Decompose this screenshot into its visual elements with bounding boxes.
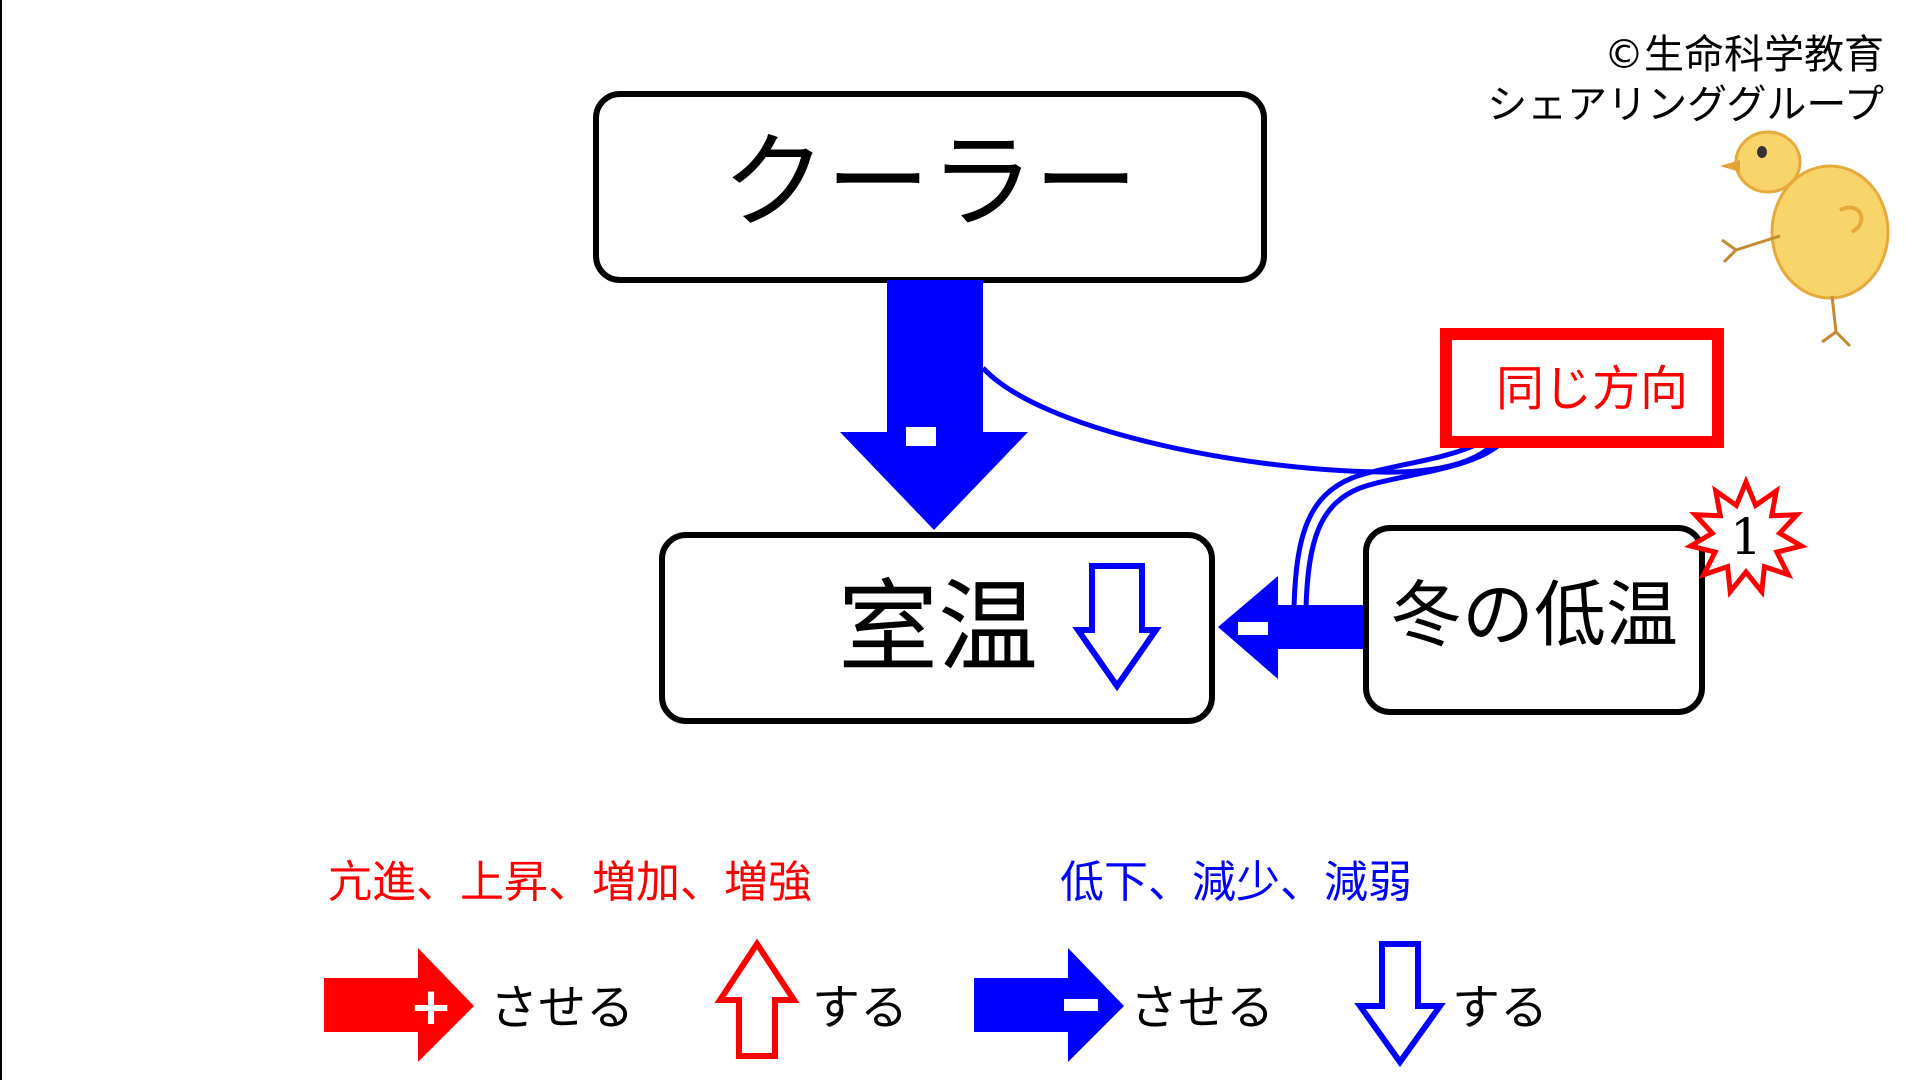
up-outline-arrow-icon xyxy=(714,938,800,1059)
same-direction-box: 同じ方向 xyxy=(1440,328,1724,448)
winter-arrow-minus-mark xyxy=(1238,622,1268,635)
legend-decrease-terms: 低下、減少、減弱 xyxy=(1060,857,1412,908)
winter-low-temp-node: 冬の低温 xyxy=(1363,525,1705,715)
legend-increase-terms: 亢進、上昇、増加、増強 xyxy=(328,857,812,908)
cooler-node: クーラー xyxy=(593,91,1267,283)
cooler-arrow-shaft xyxy=(887,280,983,432)
connector-from-cooler-arrow xyxy=(981,366,1513,475)
copyright-credit: ©生命科学教育 シェアリンググループ xyxy=(1487,30,1884,130)
same-direction-label: 同じ方向 xyxy=(1496,361,1688,417)
burst-number: 1 xyxy=(1730,508,1762,566)
blue-right-arrow-icon xyxy=(974,948,1124,1062)
red-right-arrow-icon xyxy=(324,948,474,1062)
same-direction-frame xyxy=(1440,328,1724,448)
cooler-arrow-minus-mark xyxy=(906,427,936,446)
cooler-to-room-arrow xyxy=(840,280,1028,530)
winter-low-temp-box xyxy=(1363,525,1705,715)
legend-up-arrow: する xyxy=(714,938,908,1059)
legend-decrease-arrow-text: させる xyxy=(1130,980,1274,1036)
cooler-label: クーラー xyxy=(722,121,1138,243)
legend-terms: 亢進、上昇、増加、増強 低下、減少、減弱 xyxy=(328,857,1412,908)
legend-down-arrow: する xyxy=(1354,941,1548,1068)
minus-mark xyxy=(1064,999,1098,1011)
burst-icon xyxy=(1684,475,1808,599)
down-outline-arrow-icon xyxy=(1072,563,1162,692)
legend-increase-arrow: + させる xyxy=(324,948,634,1062)
room-temperature-label: 室温 xyxy=(838,569,1038,686)
burst-badge: 1 xyxy=(1684,475,1808,599)
legend-up-arrow-text: する xyxy=(812,980,908,1036)
legend-decrease-arrow: させる xyxy=(974,948,1274,1062)
connector-from-winter-arrow-outer xyxy=(1303,413,1519,609)
plus-mark: + xyxy=(409,977,453,1037)
legend-down-arrow-text: する xyxy=(1452,980,1548,1036)
winter-arrow-shaft xyxy=(1275,605,1365,649)
legend-increase-arrow-text: させる xyxy=(490,980,634,1036)
chick-icon xyxy=(1720,130,1890,348)
credit-line-2: シェアリンググループ xyxy=(1487,82,1884,128)
credit-line-1: ©生命科学教育 xyxy=(1604,32,1884,78)
room-temperature-box xyxy=(659,532,1215,724)
winter-low-temp-label: 冬の低温 xyxy=(1390,573,1678,657)
down-outline-arrow-icon xyxy=(1354,941,1446,1068)
winter-to-room-arrow xyxy=(1218,576,1365,679)
slide-left-border xyxy=(0,0,2,1080)
room-temperature-node: 室温 xyxy=(659,532,1215,724)
cooler-arrow-head xyxy=(840,432,1028,530)
